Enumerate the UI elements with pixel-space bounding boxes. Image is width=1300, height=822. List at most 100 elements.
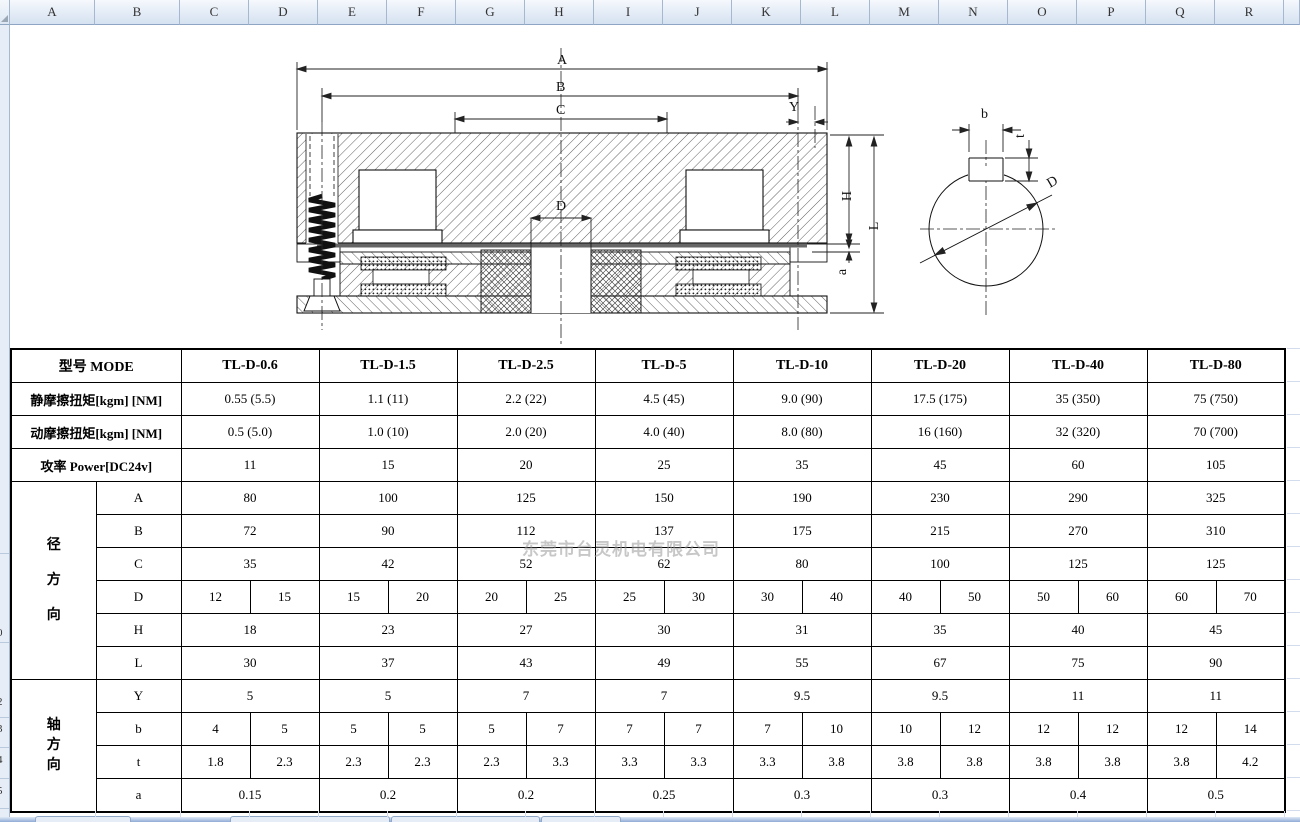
dim-value[interactable]: 52 <box>456 547 596 581</box>
dim-value[interactable]: 11 <box>1008 679 1148 713</box>
dim-value[interactable]: 37 <box>318 646 458 680</box>
dim-value[interactable]: 49 <box>594 646 734 680</box>
column-header-E[interactable]: E <box>318 0 387 25</box>
dim-value[interactable]: 3.8 <box>1008 745 1079 779</box>
dim-value[interactable]: 5 <box>180 679 320 713</box>
column-header-A[interactable]: A <box>10 0 95 25</box>
dim-value[interactable]: 23 <box>318 613 458 647</box>
model-name[interactable]: TL-D-20 <box>870 348 1010 383</box>
dim-value[interactable]: 43 <box>456 646 596 680</box>
dim-value[interactable]: 7 <box>525 712 596 746</box>
dim-value[interactable]: 9.5 <box>870 679 1010 713</box>
spec-value[interactable]: 75 (750) <box>1146 382 1286 416</box>
dim-value[interactable]: 50 <box>1008 580 1079 614</box>
dim-value[interactable]: 90 <box>1146 646 1286 680</box>
spec-value[interactable]: 45 <box>870 448 1010 482</box>
dim-value[interactable]: 30 <box>732 580 803 614</box>
dim-value[interactable]: 3.8 <box>801 745 872 779</box>
dim-value[interactable]: 30 <box>594 613 734 647</box>
spec-value[interactable]: 105 <box>1146 448 1286 482</box>
dim-value[interactable]: 137 <box>594 514 734 548</box>
dim-value[interactable]: 14 <box>1215 712 1286 746</box>
dim-value[interactable]: 3.8 <box>939 745 1010 779</box>
dim-value[interactable]: 12 <box>1077 712 1148 746</box>
column-header-Q[interactable]: Q <box>1146 0 1215 25</box>
dim-value[interactable]: 12 <box>939 712 1010 746</box>
dim-value[interactable]: 0.15 <box>180 778 320 813</box>
spec-value[interactable]: 0.55 (5.5) <box>180 382 320 416</box>
spec-value[interactable]: 0.5 (5.0) <box>180 415 320 449</box>
model-name[interactable]: TL-D-1.5 <box>318 348 458 383</box>
spec-value[interactable]: 70 (700) <box>1146 415 1286 449</box>
spec-row-label[interactable]: 攻率 Power[DC24v] <box>10 448 182 482</box>
dim-value[interactable]: 30 <box>180 646 320 680</box>
dim-row-label[interactable]: Y <box>95 679 182 713</box>
dim-value[interactable]: 10 <box>801 712 872 746</box>
dim-value[interactable]: 125 <box>1146 547 1286 581</box>
dim-value[interactable]: 0.25 <box>594 778 734 813</box>
dim-value[interactable]: 40 <box>801 580 872 614</box>
dim-value[interactable]: 42 <box>318 547 458 581</box>
spec-value[interactable]: 60 <box>1008 448 1148 482</box>
model-name[interactable]: TL-D-80 <box>1146 348 1286 383</box>
column-header-H[interactable]: H <box>525 0 594 25</box>
dim-value[interactable]: 15 <box>318 580 389 614</box>
dim-value[interactable]: 3.8 <box>1146 745 1217 779</box>
dim-value[interactable]: 2.3 <box>456 745 527 779</box>
column-header-G[interactable]: G <box>456 0 525 25</box>
column-header-F[interactable]: F <box>387 0 456 25</box>
row-header-strip[interactable]: 02345 <box>0 25 10 817</box>
dim-value[interactable]: 270 <box>1008 514 1148 548</box>
model-name[interactable]: TL-D-10 <box>732 348 872 383</box>
dim-value[interactable]: 3.3 <box>663 745 734 779</box>
column-header-O[interactable]: O <box>1008 0 1077 25</box>
dim-value[interactable]: 80 <box>180 481 320 515</box>
column-header-M[interactable]: M <box>870 0 939 25</box>
dim-value[interactable]: 175 <box>732 514 872 548</box>
dim-value[interactable]: 190 <box>732 481 872 515</box>
group-label[interactable]: 径方向 <box>10 481 97 680</box>
dim-value[interactable]: 45 <box>1146 613 1286 647</box>
dim-value[interactable]: 150 <box>594 481 734 515</box>
spec-value[interactable]: 35 <box>732 448 872 482</box>
dim-row-label[interactable]: B <box>95 514 182 548</box>
model-row-label[interactable]: 型号 MODE <box>10 348 182 383</box>
spec-value[interactable]: 8.0 (80) <box>732 415 872 449</box>
spec-value[interactable]: 2.0 (20) <box>456 415 596 449</box>
dim-value[interactable]: 5 <box>318 679 458 713</box>
dim-value[interactable]: 30 <box>663 580 734 614</box>
dim-value[interactable]: 112 <box>456 514 596 548</box>
sheet-tab[interactable] <box>541 816 621 822</box>
dim-value[interactable]: 40 <box>1008 613 1148 647</box>
dim-value[interactable]: 7 <box>594 712 665 746</box>
column-header-P[interactable]: P <box>1077 0 1146 25</box>
dim-value[interactable]: 3.8 <box>870 745 941 779</box>
dim-value[interactable]: 10 <box>870 712 941 746</box>
dim-value[interactable]: 3.8 <box>1077 745 1148 779</box>
dim-value[interactable]: 7 <box>594 679 734 713</box>
spec-row-label[interactable]: 静摩擦扭矩[kgm] [NM] <box>10 382 182 416</box>
dim-value[interactable]: 12 <box>1146 712 1217 746</box>
dim-value[interactable]: 100 <box>870 547 1010 581</box>
column-header-D[interactable]: D <box>249 0 318 25</box>
dim-value[interactable]: 0.4 <box>1008 778 1148 813</box>
dim-value[interactable]: 75 <box>1008 646 1148 680</box>
dim-value[interactable]: 80 <box>732 547 872 581</box>
sheet-tab[interactable] <box>230 816 390 822</box>
dim-value[interactable]: 0.3 <box>732 778 872 813</box>
dim-value[interactable]: 20 <box>387 580 458 614</box>
dim-value[interactable]: 11 <box>1146 679 1286 713</box>
dim-value[interactable]: 25 <box>594 580 665 614</box>
dim-value[interactable]: 5 <box>387 712 458 746</box>
spec-value[interactable]: 20 <box>456 448 596 482</box>
dim-value[interactable]: 125 <box>1008 547 1148 581</box>
horizontal-scrollbar[interactable] <box>0 817 1300 822</box>
dim-row-label[interactable]: b <box>95 712 182 746</box>
sheet-tab[interactable] <box>35 816 131 822</box>
dim-value[interactable]: 12 <box>1008 712 1079 746</box>
spec-value[interactable]: 2.2 (22) <box>456 382 596 416</box>
dim-value[interactable]: 5 <box>318 712 389 746</box>
dim-value[interactable]: 9.5 <box>732 679 872 713</box>
dim-value[interactable]: 230 <box>870 481 1010 515</box>
dim-value[interactable]: 5 <box>456 712 527 746</box>
